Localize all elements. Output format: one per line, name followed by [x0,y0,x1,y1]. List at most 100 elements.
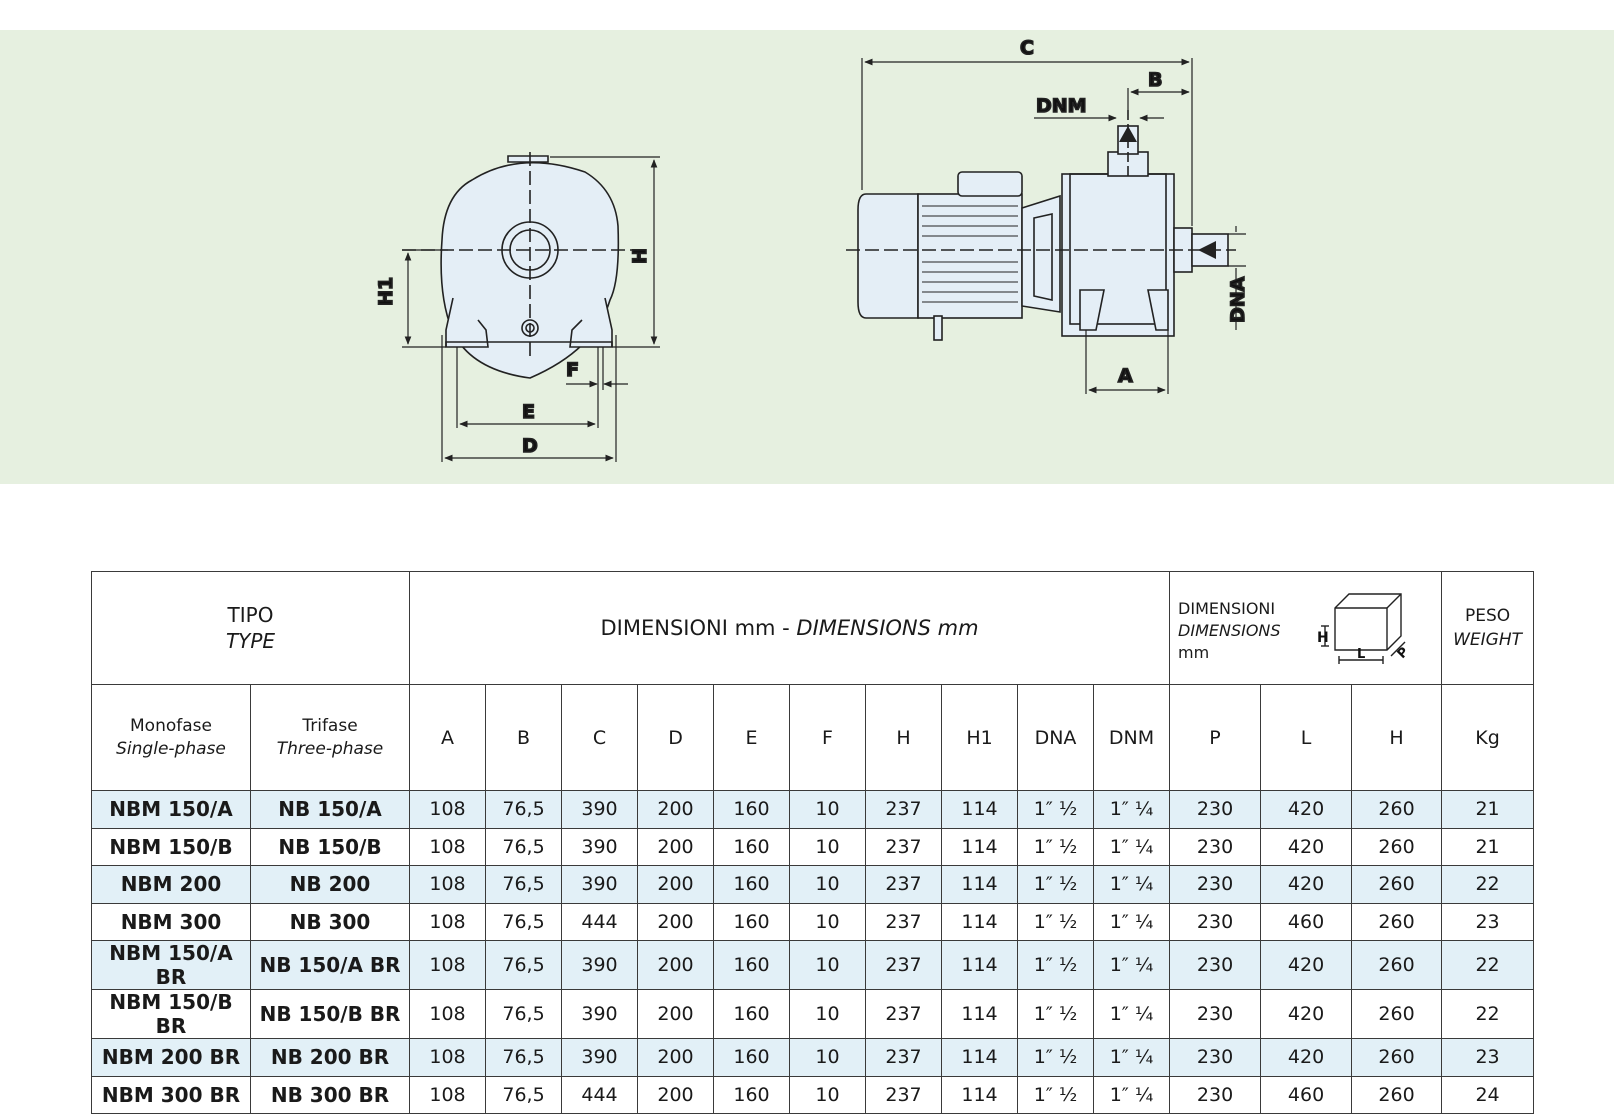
table-cell: 108 [409,827,487,866]
label-b: B [1148,69,1162,91]
table-cell: 108 [409,902,487,941]
table-cell: 260 [1351,865,1443,904]
table-cell: 420 [1260,940,1353,990]
table-cell: 114 [941,827,1019,866]
table-cell: 160 [713,1038,791,1077]
table-cell: 390 [561,865,639,904]
model-three-phase: NB 150/A BR [249,940,411,990]
column-header: Kg [1441,684,1535,791]
table-cell: 200 [637,790,715,829]
model-single-phase: NBM 300 [91,902,251,941]
pump-front-view [402,152,660,462]
table-cell: 200 [637,827,715,866]
table-cell: 24 [1441,1075,1535,1114]
packaging-header-unit: mm [1178,643,1210,662]
table-cell: 237 [865,1075,943,1114]
table-cell: 114 [941,989,1019,1039]
header-row-main: TIPO TYPE DIMENSIONI mm - DIMENSIONS mm … [90,571,1535,685]
model-three-phase: NB 150/B [249,827,411,866]
table-cell: 76,5 [485,1075,563,1114]
weight-header-cell: PESO WEIGHT [1441,571,1535,685]
table-cell: 237 [865,1038,943,1077]
table-cell: 1″ ½ [1017,902,1095,941]
table-cell: 390 [561,940,639,990]
model-single-phase: NBM 150/A [91,790,251,829]
weight-header-it: PESO [1464,606,1511,626]
three-phase-header: Trifase Three-phase [249,684,411,791]
table-cell: 1″ ¼ [1093,1038,1171,1077]
type-header-it: TIPO [227,603,274,627]
table-cell: 237 [865,827,943,866]
single-phase-header: Monofase Single-phase [91,684,251,791]
table-cell: 390 [561,827,639,866]
table-cell: 460 [1260,902,1353,941]
table-cell: 76,5 [485,1038,563,1077]
model-three-phase: NB 150/A [249,790,411,829]
table-cell: 200 [637,1038,715,1077]
table-cell: 160 [713,790,791,829]
table-cell: 160 [713,940,791,990]
column-header: E [713,684,791,791]
table-cell: 160 [713,902,791,941]
table-cell: 114 [941,865,1019,904]
model-three-phase: NB 300 BR [249,1075,411,1114]
column-header: L [1260,684,1353,791]
table-cell: 260 [1351,989,1443,1039]
column-header: D [637,684,715,791]
table-cell: 10 [789,865,867,904]
single-phase-header-en: Single-phase [116,738,226,759]
packaging-header-it: DIMENSIONI [1178,599,1276,618]
table-cell: 10 [789,940,867,990]
table-cell: 21 [1441,827,1535,866]
pump-side-view [846,58,1246,394]
table-cell: 160 [713,827,791,866]
table-cell: 108 [409,989,487,1039]
table-cell: 10 [789,1038,867,1077]
model-three-phase: NB 150/B BR [249,989,411,1039]
table-cell: 114 [941,940,1019,990]
table-cell: 76,5 [485,989,563,1039]
table-cell: 1″ ¼ [1093,940,1171,990]
model-three-phase: NB 200 [249,865,411,904]
table-cell: 1″ ½ [1017,1075,1095,1114]
header-row-columns: Monofase Single-phase Trifase Three-phas… [91,684,1535,791]
table-cell: 10 [789,790,867,829]
table-cell: 76,5 [485,902,563,941]
column-header: H [865,684,943,791]
table-cell: 1″ ½ [1017,790,1095,829]
table-cell: 230 [1169,1038,1262,1077]
table-cell: 444 [561,1075,639,1114]
table-cell: 114 [941,1038,1019,1077]
table-cell: 237 [865,940,943,990]
packaging-header-en: DIMENSIONS [1178,621,1281,640]
label-dna: DNA [1227,276,1249,323]
dimensions-header-cell: DIMENSIONI mm - DIMENSIONS mm [409,571,1171,685]
table-cell: 444 [561,902,639,941]
table-cell: 237 [865,790,943,829]
weight-header-en: WEIGHT [1453,630,1522,650]
column-header: C [561,684,639,791]
table-cell: 76,5 [485,827,563,866]
single-phase-header-it: Monofase [130,715,212,736]
table-cell: 114 [941,1075,1019,1114]
table-cell: 1″ ¼ [1093,865,1171,904]
box-p-label: P [1395,645,1412,662]
column-header: A [409,684,487,791]
table-cell: 420 [1260,827,1353,866]
model-single-phase: NBM 200 [91,865,251,904]
label-h1: H1 [375,277,397,306]
table-cell: 23 [1441,1038,1535,1077]
table-cell: 420 [1260,989,1353,1039]
label-e: E [522,401,535,423]
table-cell: 237 [865,865,943,904]
table-cell: 108 [409,790,487,829]
dimensions-table: TIPO TYPE DIMENSIONI mm - DIMENSIONS mm … [90,571,1535,1114]
type-header-en: TYPE [225,629,276,653]
table-cell: 260 [1351,940,1443,990]
label-f: F [566,359,579,381]
